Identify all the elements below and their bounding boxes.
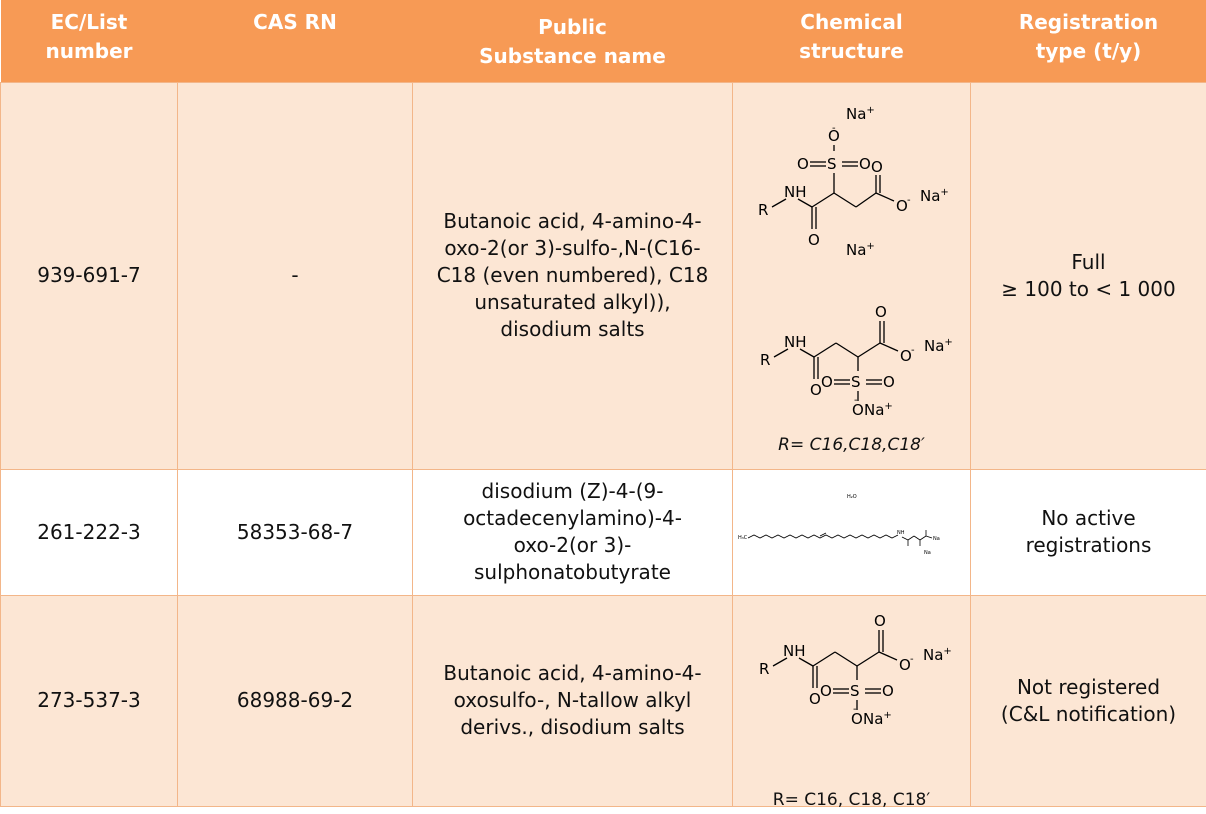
registration-line1: Not registered bbox=[975, 674, 1202, 701]
registration-line2: (C&L notification) bbox=[975, 701, 1202, 728]
header-structure-line1: Chemical bbox=[739, 8, 965, 37]
chemical-structure-diagram: Na+ O - O S O O NH R O - Na+ O bbox=[734, 95, 970, 450]
chemical-structure-diagram: H₃C NH Na Na H₂O bbox=[734, 470, 970, 588]
sodium-ion-label: Na+ bbox=[846, 241, 875, 259]
oxygen-label: O bbox=[859, 155, 871, 173]
header-structure-line2: structure bbox=[739, 37, 965, 66]
sodium-ion-label: Na+ bbox=[920, 187, 949, 205]
registration-line1: Full bbox=[975, 249, 1202, 276]
registration-cell: No active registrations bbox=[971, 469, 1206, 595]
registration-line2: registrations bbox=[975, 532, 1202, 559]
water-label: H₂O bbox=[847, 494, 857, 500]
sodium-ion-label: Na bbox=[924, 550, 931, 556]
registration-cell: Full ≥ 100 to < 1 000 bbox=[971, 82, 1206, 469]
substance-name-cell: Butanoic acid, 4-amino-4-oxosulfo-, N-ta… bbox=[413, 595, 733, 806]
sulfur-label: S bbox=[827, 155, 837, 173]
ec-number-cell: 273-537-3 bbox=[1, 595, 178, 806]
header-name-line1: Public bbox=[419, 13, 727, 42]
sulfur-label: S bbox=[850, 682, 860, 700]
header-row: EC/List number CAS RN Public Substance n… bbox=[1, 0, 1206, 82]
r-group-label: R bbox=[758, 201, 768, 219]
nh-label: NH bbox=[783, 642, 806, 660]
header-registration-type: Registration type (t/y) bbox=[971, 0, 1206, 82]
alkyl-chain-label: H₃C bbox=[738, 535, 748, 541]
cas-number-cell: 58353-68-7 bbox=[178, 469, 413, 595]
minus-label: - bbox=[910, 654, 914, 665]
nh-label: NH bbox=[897, 530, 905, 536]
table-row: 939-691-7 - Butanoic acid, 4-amino-4-oxo… bbox=[1, 82, 1206, 469]
registration-line1: No active bbox=[975, 505, 1202, 532]
ec-number-cell: 939-691-7 bbox=[1, 82, 178, 469]
header-registration-line2: type (t/y) bbox=[977, 37, 1201, 66]
sodium-ion-label: Na+ bbox=[924, 337, 953, 355]
header-chemical-structure: Chemical structure bbox=[733, 0, 971, 82]
header-substance-name: Public Substance name bbox=[413, 0, 733, 82]
oxygen-label: O bbox=[875, 303, 887, 321]
sodium-ion-label: Na+ bbox=[923, 646, 952, 664]
registration-line2: ≥ 100 to < 1 000 bbox=[975, 276, 1202, 303]
oxygen-label: O bbox=[808, 231, 820, 249]
structure-cell: O NH R O - Na+ O O S O O - Na+ bbox=[733, 595, 971, 806]
oxygen-label: O bbox=[874, 612, 886, 630]
substance-name-cell: disodium (Z)-4-(9-octadecenylamino)-4-ox… bbox=[413, 469, 733, 595]
header-name-line2: Substance name bbox=[419, 42, 727, 71]
oxygen-label: O bbox=[797, 155, 809, 173]
oxygen-label: O bbox=[882, 682, 894, 700]
r-group-label: R bbox=[760, 351, 770, 369]
header-ec-list-number: EC/List number bbox=[1, 0, 178, 82]
r-group-note: R= C16,C18,C18′ bbox=[733, 432, 970, 459]
chemical-structure-diagram: O NH R O - Na+ O O S O O - Na+ bbox=[733, 606, 969, 796]
structure-cell: Na+ O - O S O O NH R O - Na+ O bbox=[733, 82, 971, 469]
sodium-ion-label: Na bbox=[933, 536, 940, 542]
structure-cell: H₃C NH Na Na H₂O bbox=[733, 469, 971, 595]
header-cas-rn: CAS RN bbox=[178, 0, 413, 82]
oxygen-label: O bbox=[871, 158, 883, 176]
nh-label: NH bbox=[784, 333, 807, 351]
minus-label: - bbox=[854, 395, 858, 406]
ec-number-cell: 261-222-3 bbox=[1, 469, 178, 595]
registration-cell: Not registered (C&L notification) bbox=[971, 595, 1206, 806]
table-row: 273-537-3 68988-69-2 Butanoic acid, 4-am… bbox=[1, 595, 1206, 806]
oxygen-label: O bbox=[821, 373, 833, 391]
nh-label: NH bbox=[784, 183, 807, 201]
sodium-ion-label: Na+ bbox=[864, 401, 893, 419]
minus-label: - bbox=[853, 704, 857, 715]
header-ec-line2: number bbox=[7, 37, 172, 66]
minus-label: - bbox=[907, 195, 911, 206]
header-cas-line1: CAS RN bbox=[184, 8, 407, 37]
oxygen-label: O bbox=[883, 373, 895, 391]
oxygen-label: O bbox=[820, 682, 832, 700]
header-ec-line1: EC/List bbox=[7, 8, 172, 37]
sodium-ion-label: Na+ bbox=[863, 710, 892, 728]
table-row: 261-222-3 58353-68-7 disodium (Z)-4-(9-o… bbox=[1, 469, 1206, 595]
header-registration-line1: Registration bbox=[977, 8, 1201, 37]
sodium-ion-label: Na+ bbox=[846, 105, 875, 123]
substance-name-cell: Butanoic acid, 4-amino-4-oxo-2(or 3)-sul… bbox=[413, 82, 733, 469]
minus-label: - bbox=[832, 123, 836, 134]
minus-label: - bbox=[911, 345, 915, 356]
r-group-label: R bbox=[759, 660, 769, 678]
cas-number-cell: 68988-69-2 bbox=[178, 595, 413, 806]
sulfur-label: S bbox=[851, 373, 861, 391]
cas-number-cell: - bbox=[178, 82, 413, 469]
r-group-note: R= C16, C18, C18′ bbox=[733, 787, 970, 814]
